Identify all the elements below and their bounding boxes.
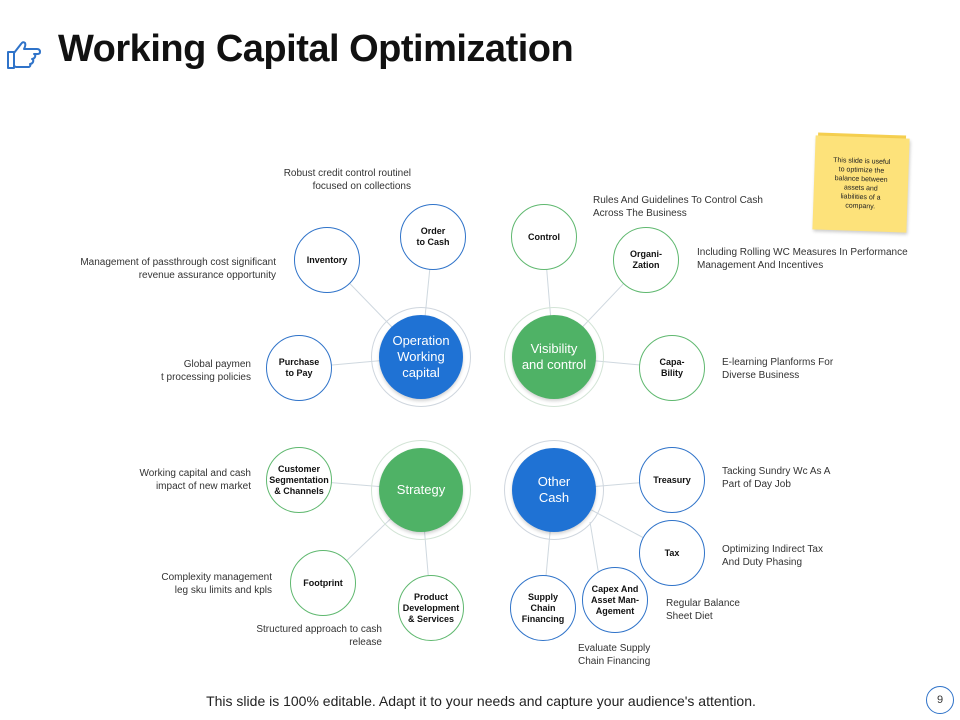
hub-operation-working-capital: Operation Working capital [371,307,471,407]
hub-strategy: Strategy [371,440,471,540]
node-organization: Organi- Zation [613,227,679,293]
hub-other-cash-label: Other Cash [512,448,596,532]
node-supply-chain: Supply Chain Financing [510,575,576,641]
footer-text: This slide is 100% editable. Adapt it to… [206,693,756,709]
footer: This slide is 100% editable. Adapt it to… [0,693,960,709]
sticky-note: This slide is useful to optimize the bal… [812,135,910,233]
hub-other-cash: Other Cash [504,440,604,540]
hub-operation-label: Operation Working capital [379,315,463,399]
node-purchase-to-pay: Purchase to Pay [266,335,332,401]
desc-inventory: Management of passthrough cost significa… [80,257,276,281]
desc-organization: Including Rolling WC Measures In Perform… [697,247,908,271]
sticky-note-text: This slide is useful to optimize the bal… [833,157,891,211]
node-capex: Capex And Asset Man- Agement [582,567,648,633]
node-capability: Capa- Bility [639,335,705,401]
desc-footprint: Complexity management leg sku limits and… [161,572,272,596]
node-inventory: Inventory [294,227,360,293]
page-title: Working Capital Optimization [58,28,574,70]
desc-tax: Optimizing Indirect Tax And Duty Phasing [722,544,823,568]
desc-purchase-to-pay: Global paymen t processing policies [160,359,251,383]
node-order-to-cash: Order to Cash [400,204,466,270]
hub-visibility-label: Visibility and control [512,315,596,399]
node-control: Control [511,204,577,270]
node-product-development: Product Development & Services [398,575,464,641]
node-tax: Tax [639,520,705,586]
desc-capability: E-learning Planforms For Diverse Busines… [722,357,834,381]
hub-strategy-label: Strategy [379,448,463,532]
hub-visibility-and-control: Visibility and control [504,307,604,407]
node-footprint: Footprint [290,550,356,616]
desc-control: Rules And Guidelines To Control Cash Acr… [593,195,763,219]
desc-capex: Regular Balance Sheet Diet [666,598,740,622]
desc-treasury: Tacking Sundry Wc As A Part of Day Job [722,466,831,490]
desc-order-to-cash: Robust credit control routinel focused o… [283,168,411,192]
pointing-hand-icon [7,41,41,69]
node-customer-segmentation: Customer Segmentation & Channels [266,447,332,513]
node-treasury: Treasury [639,447,705,513]
desc-supply-chain: Evaluate Supply Chain Financing [578,643,651,667]
desc-product-development: Structured approach to cash release [256,624,382,648]
desc-customer-segmentation: Working capital and cash impact of new m… [139,468,251,492]
page-number: 9 [926,686,954,714]
